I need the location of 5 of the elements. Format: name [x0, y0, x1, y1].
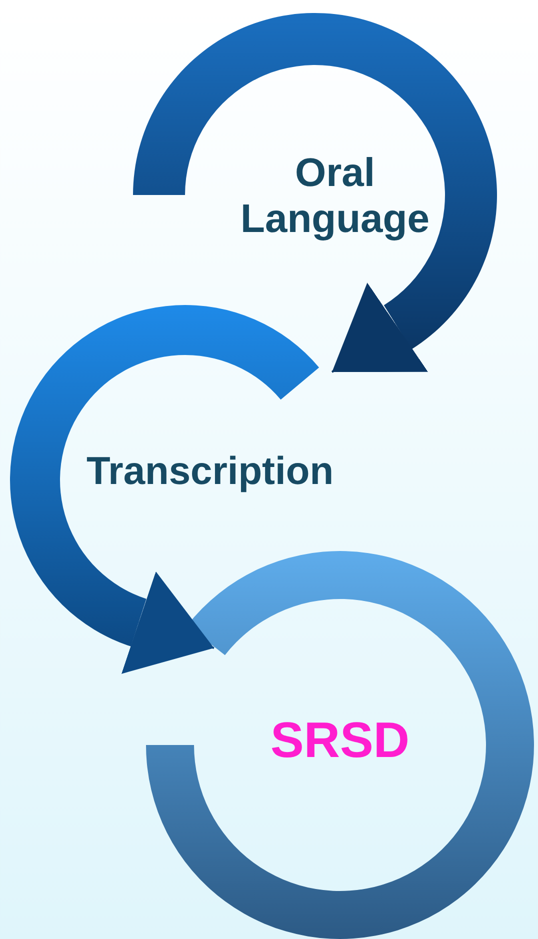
- node-label: Oral Language: [240, 150, 430, 242]
- node-label: Transcription: [85, 450, 335, 495]
- node-label: SRSD: [270, 712, 410, 770]
- arrowhead: [121, 571, 214, 674]
- arrowhead: [331, 282, 428, 373]
